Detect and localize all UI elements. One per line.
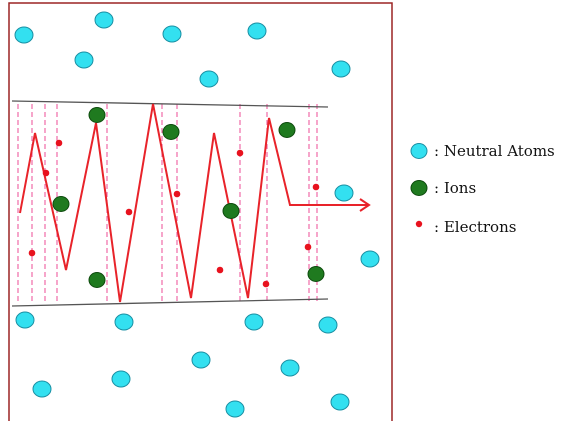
- legend-row-electrons: : Electrons: [408, 215, 516, 239]
- neutral-atom: [94, 11, 114, 29]
- neutral-atom: [334, 184, 354, 202]
- neutral-atom: [111, 370, 131, 388]
- laser-wave: [19, 103, 345, 303]
- electron: [125, 208, 133, 216]
- electron: [262, 280, 270, 288]
- electron: [28, 249, 36, 257]
- neutral-atom-icon: [408, 139, 434, 163]
- neutral-atom: [162, 25, 182, 43]
- legend-row-neutral: : Neutral Atoms: [408, 139, 555, 163]
- electron: [216, 266, 224, 274]
- electron: [304, 243, 312, 251]
- ion: [88, 272, 106, 288]
- legend-electrons-label: : Electrons: [434, 218, 517, 236]
- neutral-atom: [74, 51, 94, 69]
- neutral-atom: [14, 26, 34, 44]
- electron: [173, 190, 181, 198]
- neutral-atom: [318, 316, 338, 334]
- neutral-atom: [280, 359, 300, 377]
- neutral-atom: [114, 313, 134, 331]
- neutral-atom: [199, 70, 219, 88]
- electron: [42, 169, 50, 177]
- electron-icon: [408, 215, 434, 239]
- neutral-atom: [191, 351, 211, 369]
- electron: [236, 149, 244, 157]
- legend-neutral-label: : Neutral Atoms: [434, 142, 555, 160]
- ion: [222, 203, 240, 219]
- propagation-arrow: [359, 198, 371, 212]
- neutral-atom: [360, 250, 380, 268]
- electron: [312, 183, 320, 191]
- ion: [52, 196, 70, 212]
- neutral-atom: [32, 380, 52, 398]
- ion: [162, 124, 180, 140]
- neutral-atom: [330, 393, 350, 411]
- channel-bottom-line: [11, 298, 329, 307]
- neutral-atom: [331, 60, 351, 78]
- neutral-atom: [244, 313, 264, 331]
- channel-top-line: [11, 100, 329, 108]
- neutral-atom: [15, 311, 35, 329]
- ion-icon: [408, 176, 434, 200]
- neutral-atom: [247, 22, 267, 40]
- electron: [55, 139, 63, 147]
- legend-ions-label: : Ions: [434, 179, 477, 197]
- neutral-atom: [225, 400, 245, 418]
- ion: [88, 107, 106, 123]
- ion: [307, 266, 325, 282]
- ion: [278, 122, 296, 138]
- legend-row-ions: : Ions: [408, 176, 476, 200]
- container-border: [8, 2, 393, 421]
